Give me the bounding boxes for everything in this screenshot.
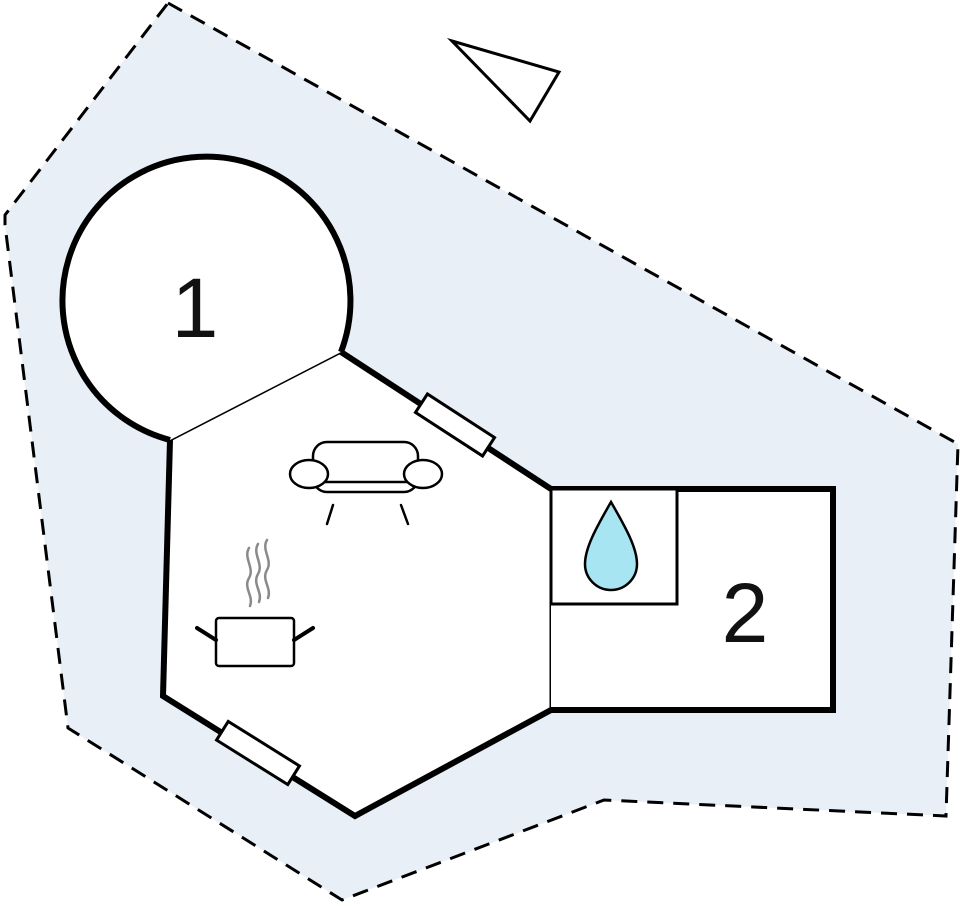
main-room-floor bbox=[163, 352, 551, 816]
window-upper bbox=[413, 391, 497, 459]
cooking-pot-icon bbox=[195, 538, 315, 668]
room-2-label: 2 bbox=[722, 566, 769, 660]
north-arrow-icon bbox=[446, 37, 562, 124]
sofa-icon bbox=[288, 440, 444, 526]
room-2-outer-wall bbox=[551, 486, 836, 713]
room-1-circle bbox=[59, 153, 354, 443]
room-1-label: 1 bbox=[172, 261, 219, 355]
window-lower bbox=[214, 719, 302, 787]
water-drop-icon bbox=[583, 499, 639, 592]
